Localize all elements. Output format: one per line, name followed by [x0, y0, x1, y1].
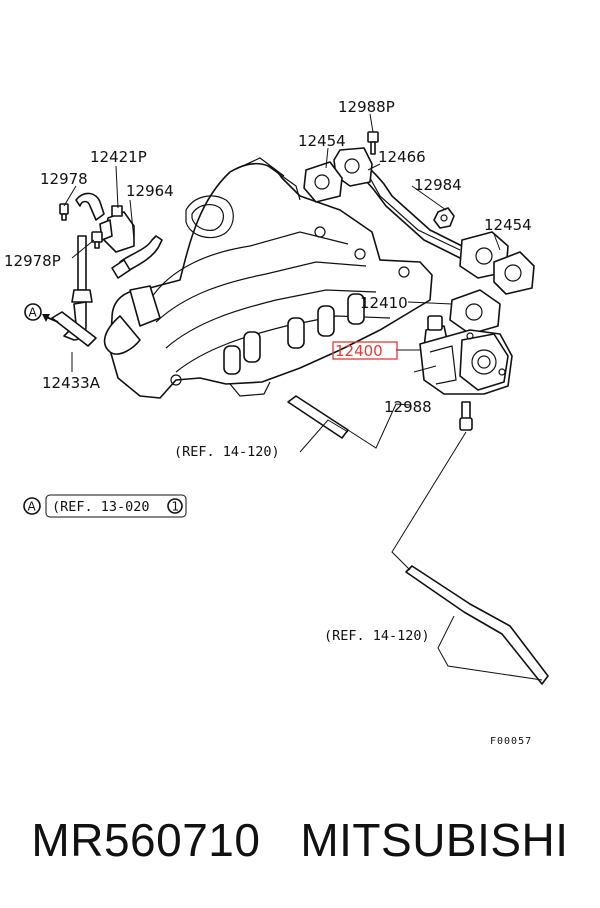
parts-diagram: 12988P 12454 12466 12984 12454 12421P 12… — [4, 98, 549, 747]
ref-14-120-upper: (REF. 14-120) — [174, 444, 280, 460]
gasket-12410 — [449, 289, 501, 335]
solenoid-valve — [99, 205, 135, 253]
leader-lines — [63, 113, 543, 681]
bolt-12988 — [459, 401, 473, 431]
egr-pipe — [333, 147, 485, 267]
gasket-lower — [493, 251, 535, 295]
vacuum-hose-upper — [75, 192, 105, 221]
ref-13-020: (REF. 13-020 — [52, 499, 150, 515]
label-12964: 12964 — [126, 182, 174, 200]
marker-a-arrow: A — [24, 303, 59, 323]
hose-12433A — [51, 311, 97, 347]
label-12454-upper: 12454 — [298, 132, 346, 150]
hose-12964 — [111, 235, 163, 279]
diagram-code: F00057 — [490, 736, 532, 747]
caption-gap — [260, 813, 300, 867]
marker-a-letter: A — [29, 306, 38, 320]
intake-manifold — [103, 157, 433, 399]
bolt-12988P — [367, 131, 379, 155]
egr-valve — [419, 315, 513, 395]
arrow-icon — [42, 314, 50, 322]
part-number: MR560710 — [31, 814, 261, 866]
hose-long — [405, 565, 549, 685]
nut-12984 — [433, 207, 455, 229]
clip-12978 — [59, 203, 69, 221]
selected-part-highlight — [332, 341, 398, 360]
label-12988P: 12988P — [338, 98, 395, 116]
caption: MR560710 MITSUBISHI — [0, 800, 600, 880]
label-12984: 12984 — [414, 176, 462, 194]
label-12433A: 12433A — [42, 374, 101, 392]
ref-marker-letter: A — [28, 500, 37, 514]
gasket-upper — [303, 161, 343, 203]
label-12454-lower: 12454 — [484, 216, 532, 234]
label-12978P: 12978P — [4, 252, 61, 270]
label-12466: 12466 — [378, 148, 426, 166]
ref-13-020-group: A (REF. 13-020 1 — [23, 494, 187, 518]
label-12421P: 12421P — [90, 148, 147, 166]
label-12978: 12978 — [40, 170, 88, 188]
label-12410: 12410 — [360, 294, 408, 312]
label-12988: 12988 — [384, 398, 432, 416]
brand-name: MITSUBISHI — [300, 814, 569, 866]
ref-14-120-lower: (REF. 14-120) — [324, 628, 430, 644]
clip-12978P — [91, 231, 103, 249]
label-12400: 12400 — [335, 342, 383, 360]
ref-13-020-number: 1 — [172, 500, 180, 514]
